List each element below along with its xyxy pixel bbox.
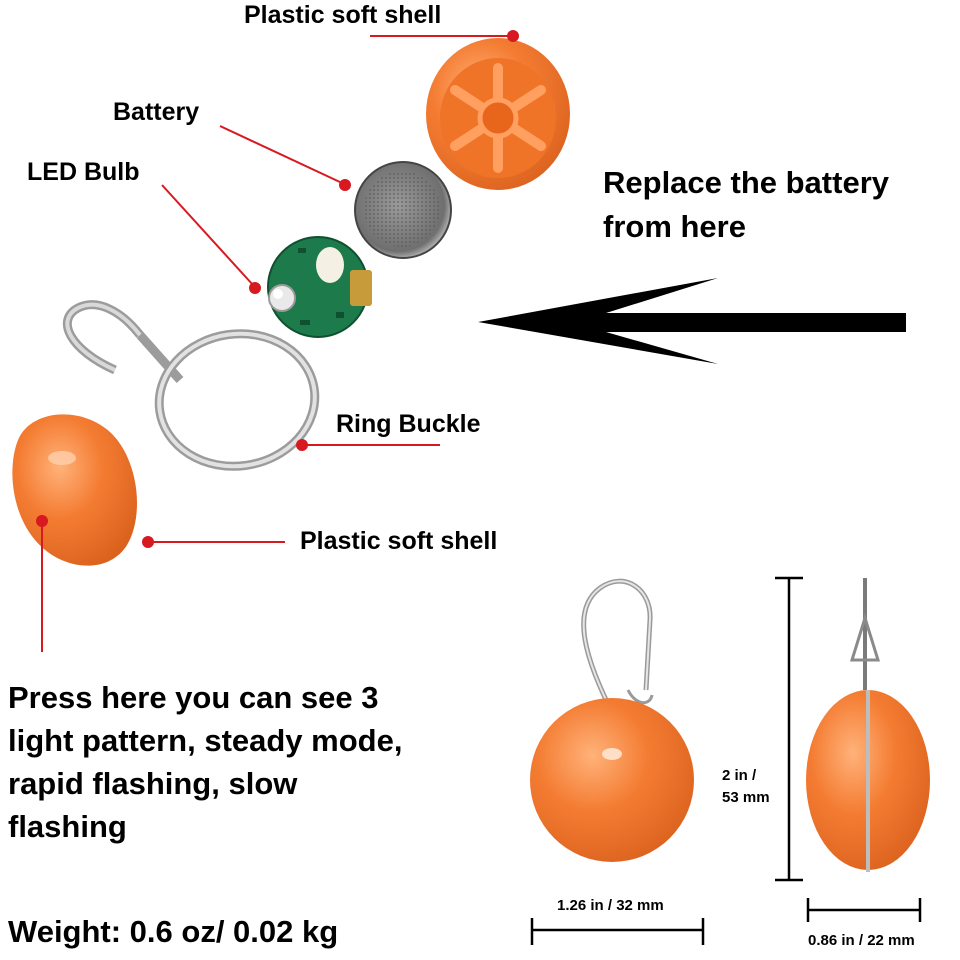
top-shell-image <box>426 38 570 190</box>
replace-battery-callout: Replace the battery from here <box>603 161 889 249</box>
leader-lines <box>36 30 519 652</box>
battery-image <box>354 161 452 259</box>
height-line-2: 53 mm <box>722 789 770 806</box>
weight-text: Weight: 0.6 oz/ 0.02 kg <box>8 914 339 949</box>
led-pcb-image <box>267 236 372 338</box>
instructions-text: Press here you can see 3 light pattern, … <box>8 676 508 848</box>
top-shell-label: Plastic soft shell <box>244 1 442 29</box>
dimension-lines <box>530 576 922 945</box>
width-dimension: 1.26 in / 32 mm <box>557 897 664 914</box>
instructions-line-3: rapid flashing, slow <box>8 766 298 801</box>
led-bulb-label: LED Bulb <box>27 158 140 186</box>
height-dimension: 2 in / 53 mm <box>722 765 770 809</box>
instructions-line-4: flashing <box>8 809 127 844</box>
depth-dimension: 0.86 in / 22 mm <box>808 932 915 949</box>
height-line-1: 2 in / <box>722 767 757 784</box>
bottom-shell-label: Plastic soft shell <box>300 527 498 555</box>
instructions-line-1: Press here you can see 3 <box>8 680 379 715</box>
front-view-image <box>530 578 694 862</box>
battery-label: Battery <box>113 98 200 126</box>
ring-buckle-image <box>62 300 320 471</box>
instructions-line-2: light pattern, steady mode, <box>8 723 403 758</box>
bottom-shell-image <box>12 414 137 566</box>
side-view-image <box>806 578 930 872</box>
callout-line-1: Replace the battery <box>603 165 889 200</box>
callout-line-2: from here <box>603 209 746 244</box>
arrow-left-icon <box>478 278 906 364</box>
ring-buckle-label: Ring Buckle <box>336 410 481 438</box>
